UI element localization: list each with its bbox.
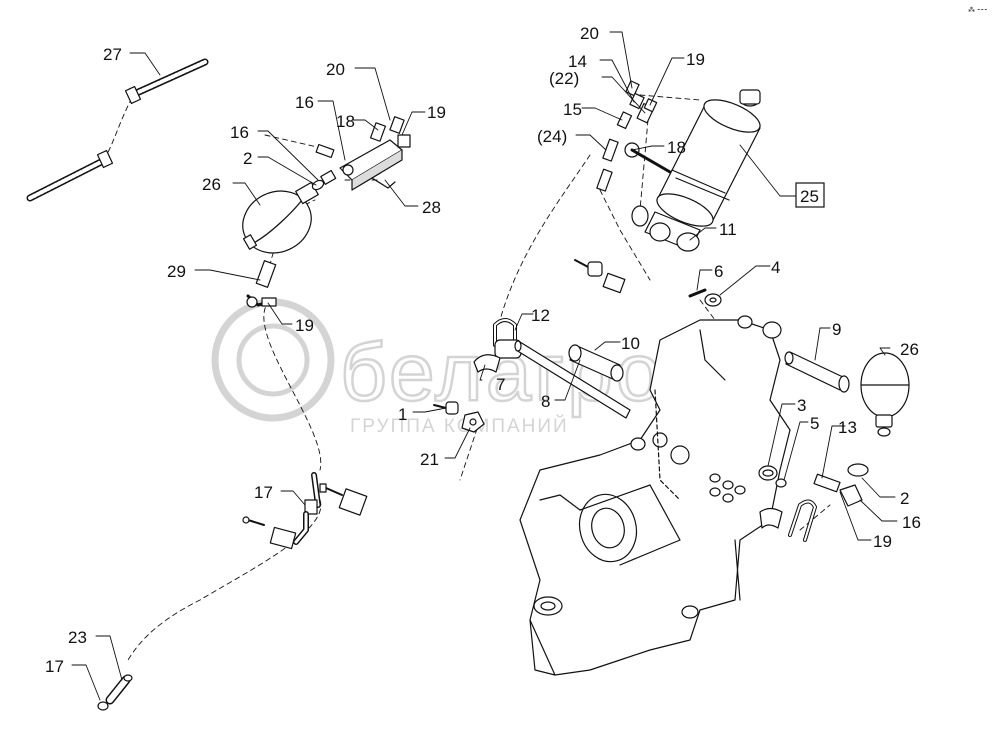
part-23-pipe xyxy=(97,674,133,711)
cylinder-fittings-group xyxy=(596,80,672,192)
part-17-pipe xyxy=(242,472,368,550)
part-5-ring xyxy=(775,478,787,488)
part-8-shaft xyxy=(514,340,631,419)
callout-leaders xyxy=(71,31,898,701)
part-12-ubolt xyxy=(493,318,522,359)
part-9-pin xyxy=(784,351,850,393)
pin-fittings-top xyxy=(574,259,626,294)
callout-13: 13 xyxy=(838,418,857,437)
callout-20: 20 xyxy=(580,24,599,43)
callout-17: 17 xyxy=(254,483,273,502)
part-29-fitting xyxy=(246,260,277,308)
part-10-pin xyxy=(568,344,624,382)
callout-19: 19 xyxy=(427,103,446,122)
callout-16: 16 xyxy=(902,513,921,532)
part-6-bolt xyxy=(688,288,722,307)
callouts: 27 20 16 18 19 16 2 26 28 29 19 20 14 (2… xyxy=(45,6,987,676)
part-27-hose xyxy=(26,58,209,202)
callout-16: 16 xyxy=(230,123,249,142)
callout-19: 19 xyxy=(873,532,892,551)
callout-1: 1 xyxy=(398,405,407,424)
callout-21: 21 xyxy=(420,450,439,469)
corner-mark: ⁂ ⁃⁃⁃ xyxy=(968,6,987,14)
callout-28: 28 xyxy=(422,198,441,217)
callout-17: 17 xyxy=(45,657,64,676)
part-2-16-fittings xyxy=(311,143,337,191)
part-26-accumulator-left xyxy=(242,181,319,254)
callout-25: 25 xyxy=(800,187,819,206)
watermark-inner-ring xyxy=(236,323,310,397)
callout-20: 20 xyxy=(326,60,345,79)
part-13-fitting xyxy=(813,463,869,507)
callout-15: 15 xyxy=(563,100,582,119)
part-3-ring xyxy=(758,465,778,481)
callout-25-box xyxy=(795,182,825,208)
callout-11: 11 xyxy=(719,220,737,239)
callout-7: 7 xyxy=(496,375,505,394)
watermark-tagline: ГРУППА КОМПАНИЙ xyxy=(350,415,569,437)
part-21-nut xyxy=(461,411,485,433)
part-28-manifold xyxy=(339,116,411,191)
callout-9: 9 xyxy=(832,320,841,339)
callout-10: 10 xyxy=(621,334,640,353)
callout-26: 26 xyxy=(900,340,919,359)
callout-27: 27 xyxy=(103,45,122,64)
callout-2: 2 xyxy=(900,489,909,508)
callout-12: 12 xyxy=(531,306,550,325)
callout-18: 18 xyxy=(336,112,355,131)
callout-26: 26 xyxy=(202,175,221,194)
part-12-ubolt-right xyxy=(759,499,817,542)
callout-16: 16 xyxy=(295,93,314,112)
callout-6: 6 xyxy=(714,262,723,281)
callout-8: 8 xyxy=(541,392,550,411)
callout-4: 4 xyxy=(771,258,780,277)
part-25-cylinder xyxy=(631,89,761,252)
callout-19: 19 xyxy=(295,316,314,335)
callout-3: 3 xyxy=(797,396,806,415)
callout-2: 2 xyxy=(243,149,252,168)
coupling-housing xyxy=(519,315,791,676)
callout-14: 14 xyxy=(568,52,587,71)
callout-18: 18 xyxy=(667,138,686,157)
part-26-accumulator-right xyxy=(860,352,910,437)
callout-24: (24) xyxy=(537,127,567,146)
callout-23: 23 xyxy=(68,628,87,647)
part-1-bolt xyxy=(433,401,459,415)
callout-29: 29 xyxy=(167,262,186,281)
callout-22: (22) xyxy=(549,69,579,88)
part-7-clip xyxy=(473,354,501,373)
callout-5: 5 xyxy=(810,414,819,433)
callout-19: 19 xyxy=(686,50,705,69)
